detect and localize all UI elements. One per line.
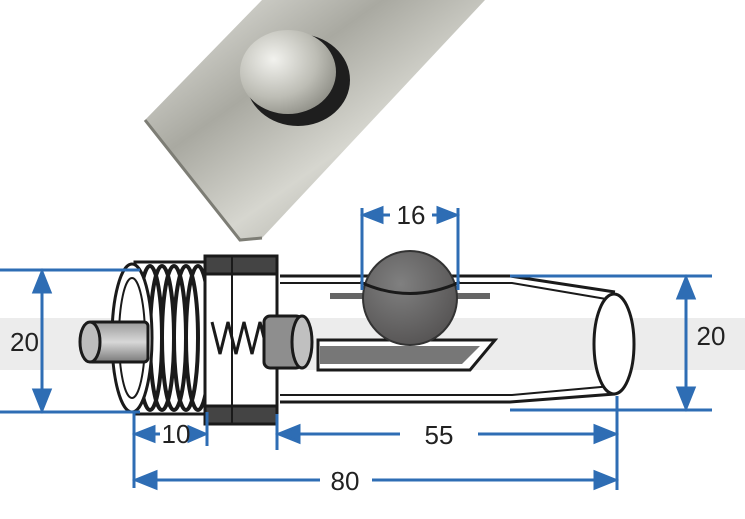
inner-plunger-fill (320, 346, 480, 364)
front-pin-tip (78, 320, 102, 364)
valve-ball (362, 250, 458, 346)
hex-nut-top (203, 254, 279, 276)
hex-nut-bottom (203, 404, 279, 426)
spring (210, 321, 270, 355)
label-body-length: 55 (425, 420, 454, 450)
label-total-length: 80 (331, 466, 360, 496)
rod-button (240, 30, 336, 114)
tube-inner (280, 282, 613, 396)
label-right-height: 20 (697, 321, 726, 351)
valve-body (280, 274, 636, 404)
label-thread-length: 10 (162, 419, 191, 449)
dimension-lines (0, 205, 712, 491)
rod-photo (143, 0, 485, 242)
threaded-cap (78, 254, 314, 426)
label-left-height: 20 (10, 327, 39, 357)
label-ball-width: 16 (397, 200, 426, 230)
rod-edge (143, 119, 263, 242)
ball-seat-curve (359, 280, 461, 295)
nozzle-end (592, 292, 636, 396)
